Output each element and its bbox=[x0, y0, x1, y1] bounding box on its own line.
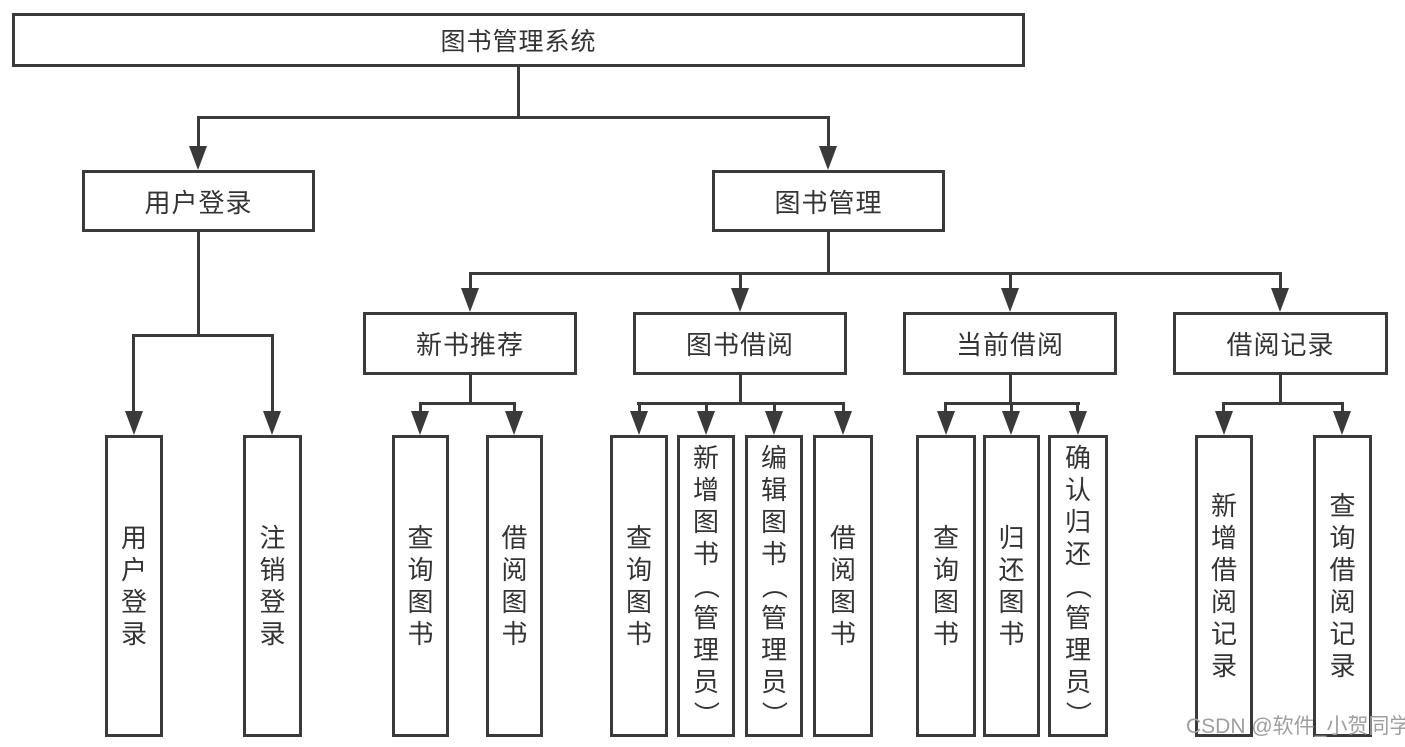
connector-user-login-stem bbox=[197, 232, 200, 336]
leaf-logout: 注销登录 bbox=[243, 435, 302, 737]
connector-root-stem bbox=[517, 67, 520, 118]
arrowhead-bb-add bbox=[697, 411, 715, 435]
connector-drop-cb-confirm bbox=[1076, 402, 1079, 414]
leaf-search-books-current: 查询图书 bbox=[916, 435, 976, 737]
leaf-borrow-books-newbook: 借阅图书 bbox=[486, 435, 543, 737]
node-book-borrowing: 图书借阅 bbox=[633, 312, 847, 375]
connector-root-crossbar bbox=[197, 116, 830, 119]
node-current-borrowing: 当前借阅 bbox=[903, 312, 1117, 375]
csdn-watermark: CSDN @软件_小贺同学 bbox=[1186, 715, 1405, 738]
connector-drop-bb-search bbox=[638, 402, 641, 414]
connector-records-stem bbox=[1279, 375, 1282, 404]
leaf-search-books-newbook: 查询图书 bbox=[392, 435, 449, 737]
arrowhead-nb-borrow bbox=[505, 411, 523, 435]
connector-drop-leaf-logout bbox=[271, 334, 274, 413]
connector-book-mgmt-crossbar bbox=[469, 272, 1281, 275]
connector-book-borrow-stem bbox=[739, 375, 742, 404]
arrowhead-cb-confirm bbox=[1069, 411, 1087, 435]
leaf-add-borrow-record: 新增借阅记录 bbox=[1195, 435, 1253, 737]
connector-drop-rec-add bbox=[1222, 402, 1225, 414]
connector-drop-bb-edit bbox=[773, 402, 776, 414]
node-library-management-system: 图书管理系统 bbox=[12, 13, 1025, 67]
arrowhead-nb-search bbox=[411, 411, 429, 435]
arrowhead-bb-search bbox=[630, 411, 648, 435]
arrowhead-current bbox=[1001, 288, 1019, 312]
arrowhead-cb-search bbox=[937, 411, 955, 435]
arrowhead-rec-add bbox=[1215, 411, 1233, 435]
connector-drop-cb-return bbox=[1010, 402, 1013, 414]
connector-drop-nb-borrow bbox=[513, 402, 516, 414]
arrowhead-book-mgmt bbox=[819, 146, 837, 170]
arrowhead-bb-edit bbox=[765, 411, 783, 435]
leaf-search-borrow-record: 查询借阅记录 bbox=[1313, 435, 1372, 737]
leaf-search-books-borrowing: 查询图书 bbox=[610, 435, 668, 737]
leaf-confirm-return-admin: 确认归还（管理员） bbox=[1048, 435, 1108, 737]
connector-drop-leaf-login bbox=[132, 334, 135, 413]
arrowhead-book-borrow bbox=[731, 288, 749, 312]
connector-drop-new-book bbox=[469, 272, 472, 292]
node-book-management: 图书管理 bbox=[712, 170, 945, 232]
connector-current-stem bbox=[1009, 375, 1012, 404]
connector-new-book-crossbar bbox=[419, 402, 516, 405]
arrowhead-leaf-logout bbox=[263, 411, 281, 435]
arrowhead-cb-return bbox=[1002, 411, 1020, 435]
arrowhead-records bbox=[1271, 288, 1289, 312]
connector-drop-user-login bbox=[197, 116, 200, 148]
connector-drop-current bbox=[1009, 272, 1012, 292]
leaf-user-login: 用户登录 bbox=[105, 435, 163, 737]
leaf-add-books-admin: 新增图书（管理员） bbox=[677, 435, 735, 737]
connector-drop-bb-borrow bbox=[842, 402, 845, 414]
connector-drop-cb-search bbox=[944, 402, 947, 414]
connector-drop-rec-search bbox=[1341, 402, 1344, 414]
node-borrowing-records: 借阅记录 bbox=[1173, 312, 1388, 375]
connector-records-crossbar bbox=[1222, 402, 1344, 405]
connector-drop-records bbox=[1279, 272, 1282, 292]
arrowhead-leaf-login bbox=[125, 411, 143, 435]
node-new-book-recommendation: 新书推荐 bbox=[363, 312, 577, 375]
arrowhead-user-login bbox=[189, 146, 207, 170]
leaf-edit-books-admin: 编辑图书（管理员） bbox=[745, 435, 803, 737]
connector-book-mgmt-stem bbox=[827, 232, 830, 275]
node-user-login: 用户登录 bbox=[82, 170, 315, 232]
leaf-return-books: 归还图书 bbox=[983, 435, 1040, 737]
connector-user-login-crossbar bbox=[132, 334, 274, 337]
arrowhead-new-book bbox=[461, 288, 479, 312]
connector-book-borrow-crossbar bbox=[637, 402, 844, 405]
leaf-borrow-books-borrowing: 借阅图书 bbox=[813, 435, 873, 737]
arrowhead-bb-borrow bbox=[834, 411, 852, 435]
connector-new-book-stem bbox=[469, 375, 472, 404]
connector-drop-nb-search bbox=[419, 402, 422, 414]
connector-drop-book-borrow bbox=[739, 272, 742, 292]
connector-drop-book-mgmt bbox=[827, 116, 830, 148]
connector-drop-bb-add bbox=[705, 402, 708, 414]
arrowhead-rec-search bbox=[1333, 411, 1351, 435]
